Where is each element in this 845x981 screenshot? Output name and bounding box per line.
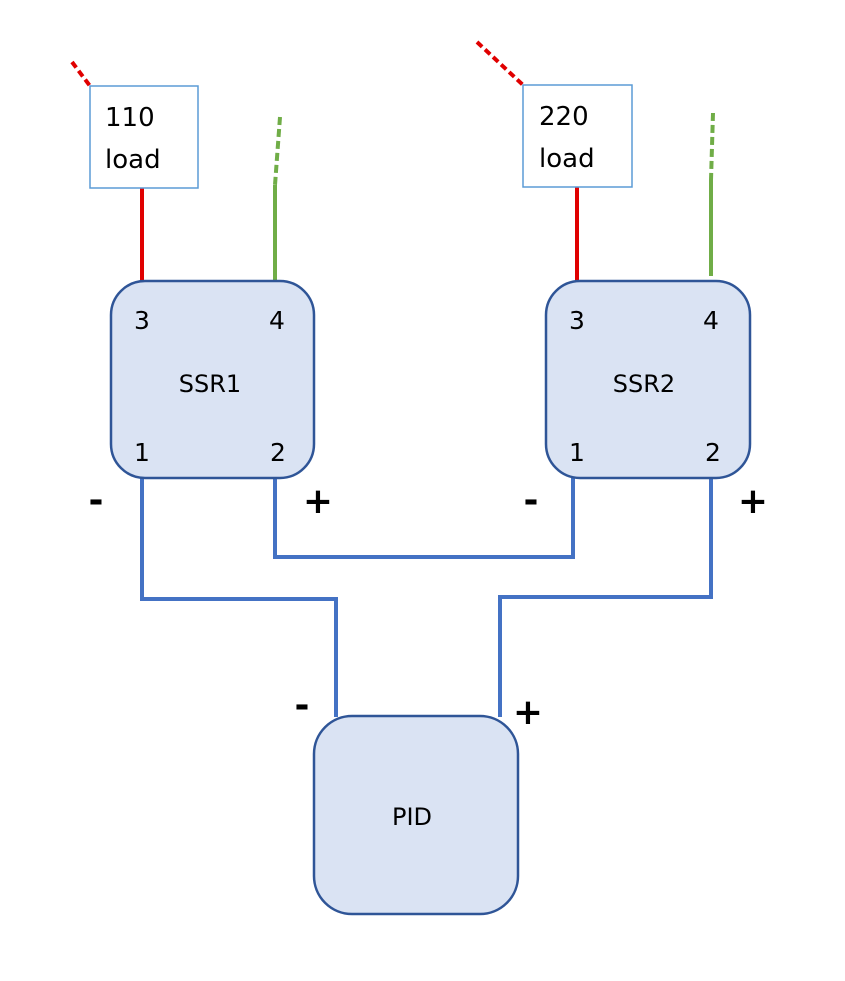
signal-wire-ssr1-minus-to-pid-minus (140, 478, 338, 717)
ssr1-pin-1: 1 (134, 438, 150, 467)
ssr1-name: SSR1 (179, 370, 241, 398)
ssr1-block: 3 4 SSR1 1 2 (109, 279, 316, 480)
pid-minus-sign: - (295, 685, 310, 726)
hot-feed-110-dashed (70, 60, 92, 88)
ssr2-pin-1: 1 (569, 438, 585, 467)
ssr2-name: SSR2 (613, 370, 675, 398)
signal-wire-ssr1-plus-to-ssr2-minus (273, 478, 575, 559)
ssr1-pin-4: 4 (269, 306, 285, 335)
ssr2-pin-3: 3 (569, 306, 585, 335)
ssr2-pin-4: 4 (703, 306, 719, 335)
neutral-wire-ssr1-dashed (273, 116, 282, 186)
load-110-value: 110 (105, 103, 155, 133)
load-220-box: 220 load (522, 84, 633, 188)
ssr1-plus-sign: + (303, 481, 333, 522)
pid-plus-sign: + (513, 692, 543, 733)
hot-feed-220-dashed (475, 40, 525, 87)
ssr1-minus-sign: - (89, 480, 104, 521)
load-220-label: load (539, 144, 595, 174)
ssr2-pin-2: 2 (705, 438, 721, 467)
ssr1-pin-2: 2 (270, 438, 286, 467)
load-110-label: load (105, 145, 161, 175)
load-220-value: 220 (539, 102, 589, 132)
ssr1-pin-3: 3 (134, 306, 150, 335)
ssr2-plus-sign: + (738, 481, 768, 522)
pid-controller-block: PID (312, 714, 520, 916)
ssr2-block: 3 4 SSR2 1 2 (544, 279, 752, 480)
signal-wire-ssr2-plus-to-pid-plus (498, 478, 713, 717)
load-110-box: 110 load (89, 85, 199, 189)
ssr2-minus-sign: - (524, 480, 539, 521)
neutral-wire-ssr2-dashed (709, 112, 715, 181)
pid-name: PID (392, 803, 432, 831)
